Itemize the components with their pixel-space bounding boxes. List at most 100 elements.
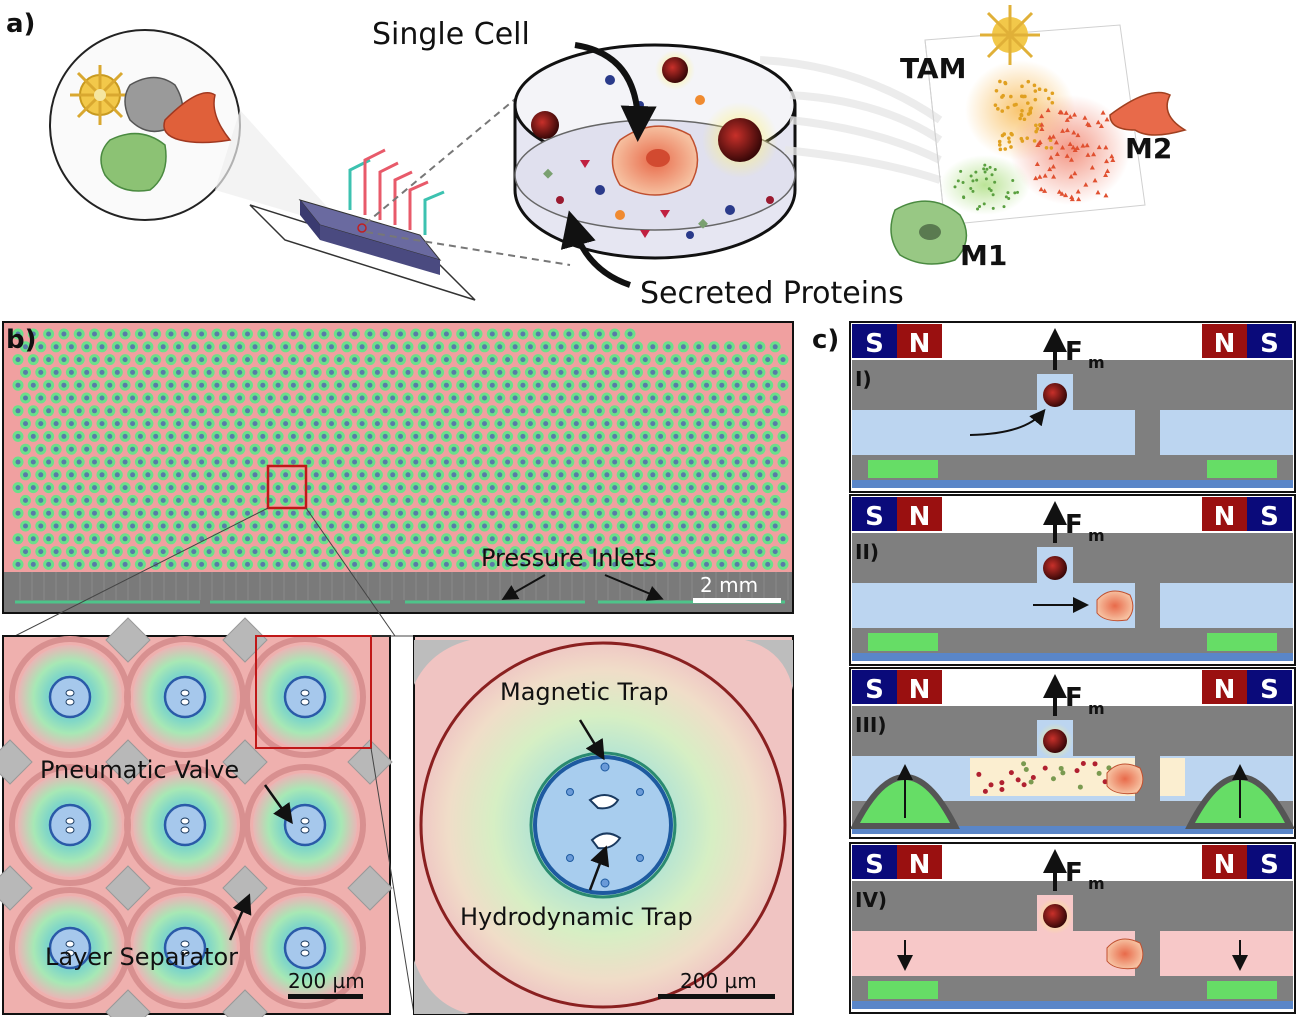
array-chamber-core (374, 344, 380, 350)
scatter-point-tam (997, 143, 1002, 147)
scatter-point-m2 (1103, 192, 1109, 198)
array-chamber-core (772, 344, 778, 350)
array-chamber-core (482, 395, 487, 401)
array-chamber-core (306, 382, 312, 388)
array-chamber-core (382, 536, 388, 542)
array-chamber-core (130, 421, 136, 427)
m2-label: M2 (1125, 132, 1172, 165)
pneumatic-valve (1207, 981, 1277, 999)
scatter-point-m2 (1067, 114, 1073, 119)
secreted-protein (1092, 761, 1098, 767)
array-chamber-core (344, 446, 350, 452)
array-chamber-core (84, 369, 90, 375)
array-chamber-core (160, 549, 166, 555)
array-chamber-core (92, 408, 97, 414)
array-chamber-core (642, 357, 648, 363)
array-chamber-core (283, 344, 289, 350)
magnet-n-label: N (909, 850, 931, 880)
array-chamber-core (137, 408, 143, 414)
secreted-protein (1077, 784, 1083, 790)
trap-site (300, 949, 310, 957)
array-chamber-core (290, 331, 296, 337)
array-chamber-core (46, 357, 52, 363)
scatter-point-m1 (991, 206, 995, 210)
array-chamber-core (520, 382, 526, 388)
layer-separator-shape (105, 739, 151, 785)
array-chamber-core (114, 344, 120, 350)
array-chamber-core (107, 536, 113, 542)
array-chamber-core (176, 395, 181, 401)
chamber-grid (0, 617, 393, 1017)
array-chamber-core (221, 497, 227, 503)
array-chamber-core (558, 472, 564, 478)
array-chamber-core (505, 459, 511, 465)
array-chamber-core (474, 433, 480, 439)
hydrodynamic-trap-label: Hydrodynamic Trap (460, 903, 693, 931)
array-chamber-core (390, 421, 396, 427)
panel-a: a) (6, 5, 1187, 311)
array-chamber-core (757, 395, 763, 401)
array-chamber-core (589, 549, 595, 555)
array-chamber-core (160, 395, 166, 401)
array-chamber-core (168, 408, 174, 414)
array-chamber-core (650, 369, 656, 375)
array-chamber-core (642, 485, 648, 491)
scatter-point-m1 (969, 174, 973, 178)
array-chamber-core (313, 497, 319, 503)
array-chamber-core (176, 421, 181, 427)
array-chamber-core (329, 344, 334, 350)
scatter-point-m2 (1034, 161, 1040, 167)
array-chamber-core (367, 510, 373, 516)
array-chamber-core (688, 408, 694, 414)
array-chamber-core (520, 485, 526, 491)
array-chamber-core (191, 549, 197, 555)
array-chamber-core (390, 472, 396, 478)
array-chamber-core (665, 549, 671, 555)
array-chamber-core (543, 472, 549, 478)
array-chamber-core (290, 357, 296, 363)
cell (1106, 938, 1144, 970)
scatter-point-m2 (1063, 192, 1069, 198)
array-chamber-core (145, 523, 151, 529)
array-chamber-core (329, 446, 334, 452)
array-chamber-core (489, 331, 495, 337)
array-chamber-core (619, 369, 625, 375)
array-chamber-core (474, 331, 480, 337)
array-chamber-core (61, 510, 67, 516)
array-chamber-core (505, 408, 511, 414)
chamber-array-dots (12, 328, 789, 570)
array-chamber-core (765, 561, 771, 567)
array-chamber-core (772, 395, 778, 401)
array-chamber-core (535, 433, 541, 439)
array-chamber-core (726, 497, 732, 503)
magnet-s-label: S (865, 329, 884, 359)
array-chamber-core (398, 459, 403, 465)
array-chamber-core (374, 446, 380, 452)
array-chamber-core (344, 344, 350, 350)
scatter-point-m1 (974, 170, 978, 174)
array-chamber-core (543, 369, 549, 375)
array-chamber-core (719, 382, 725, 388)
array-chamber-core (413, 331, 419, 337)
array-chamber-core (420, 344, 426, 350)
array-chamber-core (589, 472, 595, 478)
array-chamber-core (780, 510, 786, 516)
array-chamber-core (275, 331, 281, 337)
step-label: IV) (855, 888, 887, 912)
scatter-point-tam (1012, 103, 1017, 107)
scatter-point-m1 (988, 165, 992, 169)
array-chamber-core (704, 433, 709, 439)
step-label: I) (855, 367, 872, 391)
array-chamber-core (497, 446, 503, 452)
array-chamber-core (183, 382, 189, 388)
array-chamber-core (15, 510, 21, 516)
array-chamber-core (114, 472, 120, 478)
scatter-point-tam (1044, 145, 1049, 150)
array-chamber-core (673, 459, 679, 465)
array-chamber-core (359, 395, 365, 401)
array-chamber-core (137, 382, 143, 388)
array-chamber-core (176, 472, 181, 478)
array-chamber-core (283, 523, 289, 529)
array-chamber-core (229, 485, 235, 491)
array-chamber-core (627, 536, 633, 542)
